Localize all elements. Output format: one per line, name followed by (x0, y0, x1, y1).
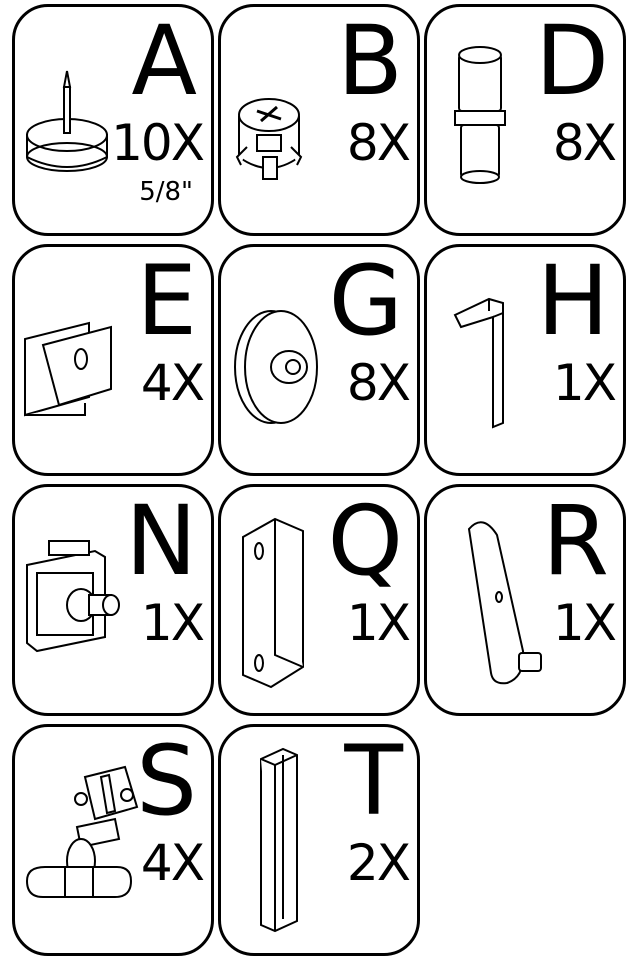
part-letter: S (136, 733, 197, 829)
part-quantity: 4X (141, 835, 203, 891)
part-quantity: 1X (141, 595, 203, 651)
part-quantity: 8X (553, 115, 615, 171)
part-quantity: 2X (347, 835, 409, 891)
part-card-s: S 4X (12, 724, 214, 956)
part-letter: R (542, 493, 609, 589)
part-card-e: E 4X (12, 244, 214, 476)
part-card-n: N 1X (12, 484, 214, 716)
part-card-a: A 10X 5/8" (12, 4, 214, 236)
part-letter: G (329, 253, 403, 349)
part-letter: Q (327, 493, 403, 589)
part-quantity: 8X (347, 355, 409, 411)
part-letter: D (535, 13, 609, 109)
part-letter: A (131, 13, 197, 109)
part-card-t: T 2X (218, 724, 420, 956)
part-quantity: 1X (553, 595, 615, 651)
part-card-h: H 1X (424, 244, 626, 476)
part-card-r: R 1X (424, 484, 626, 716)
part-letter: E (136, 253, 197, 349)
part-quantity: 8X (347, 115, 409, 171)
part-quantity: 10X (111, 115, 203, 171)
part-letter: N (125, 493, 197, 589)
part-letter: T (344, 733, 403, 829)
part-card-g: G 8X (218, 244, 420, 476)
part-quantity: 4X (141, 355, 203, 411)
part-card-b: B 8X (218, 4, 420, 236)
part-quantity: 1X (553, 355, 615, 411)
part-card-d: D 8X (424, 4, 626, 236)
part-letter: B (337, 13, 403, 109)
part-size: 5/8" (139, 177, 193, 207)
part-quantity: 1X (347, 595, 409, 651)
part-card-q: Q 1X (218, 484, 420, 716)
part-letter: H (537, 253, 609, 349)
